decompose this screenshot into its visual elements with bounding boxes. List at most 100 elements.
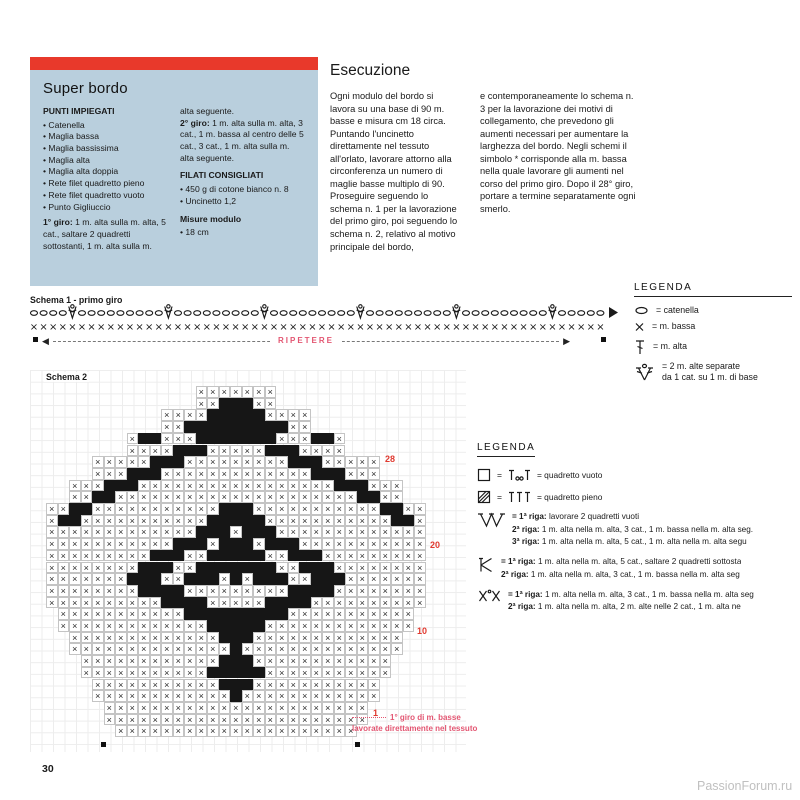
mesh-cell: × <box>126 608 138 620</box>
filled-square-cell <box>253 409 265 422</box>
mesh-cell: × <box>356 713 368 726</box>
filled-square-cell <box>218 678 230 691</box>
repeat-marker-square <box>601 337 606 342</box>
mesh-cell: × <box>356 514 368 527</box>
mesh-cell: × <box>241 479 253 492</box>
mesh-cell: × <box>184 701 196 714</box>
mesh-cell: × <box>126 514 138 527</box>
mesh-cell: × <box>368 549 380 562</box>
mesh-cell: × <box>218 467 230 480</box>
mesh-cell: × <box>207 491 219 503</box>
filled-square-cell <box>126 479 138 492</box>
mesh-cell: × <box>368 514 380 527</box>
legend2-item-decrease: = 1ª riga: 1 m. alta nella m. alta, 5 ca… <box>477 556 795 581</box>
svg-text:×: × <box>395 322 403 333</box>
mesh-cell: × <box>161 666 173 679</box>
filled-square-cell <box>310 467 322 480</box>
filled-square-cell <box>80 503 92 515</box>
mesh-cell: × <box>287 421 299 433</box>
mesh-cell: × <box>172 713 184 726</box>
mesh-cell: × <box>230 596 242 609</box>
filled-square-cell <box>310 573 322 585</box>
mesh-cell: × <box>391 549 403 562</box>
mesh-cell: × <box>230 701 242 714</box>
mesh-cell: × <box>310 701 322 714</box>
filled-square-cell <box>241 409 253 422</box>
mesh-cell: × <box>299 655 311 667</box>
mesh-cell: × <box>345 491 357 503</box>
mesh-cell: × <box>80 584 92 597</box>
mesh-cell: × <box>276 503 288 515</box>
mesh-cell: × <box>345 584 357 597</box>
mesh-cell: × <box>264 514 276 527</box>
mesh-cell: × <box>264 491 276 503</box>
mesh-cell: × <box>92 549 104 562</box>
mesh-cell: × <box>126 561 138 574</box>
mesh-cell: × <box>46 584 58 597</box>
mesh-cell: × <box>103 561 115 574</box>
svg-text:×: × <box>174 322 182 333</box>
filled-square-cell <box>276 421 288 433</box>
mesh-cell: × <box>115 643 127 656</box>
mesh-cell: × <box>368 596 380 609</box>
info-box-col1: PUNTI IMPIEGATI Catenella Maglia bassa M… <box>43 106 168 252</box>
mesh-cell: × <box>379 526 391 539</box>
mesh-cell: × <box>126 549 138 562</box>
mesh-cell: × <box>345 596 357 609</box>
filled-square-cell <box>322 573 334 585</box>
mesh-cell: × <box>264 678 276 691</box>
mesh-cell: × <box>356 643 368 656</box>
filled-square-cell <box>184 608 196 620</box>
filled-square-cell <box>230 432 242 445</box>
mesh-cell: × <box>322 503 334 515</box>
mesh-cell: × <box>356 538 368 550</box>
mesh-cell: × <box>92 456 104 468</box>
filled-square-cell <box>322 561 334 574</box>
filled-square-cell <box>322 467 334 480</box>
mesh-cell: × <box>103 655 115 667</box>
svg-text:×: × <box>299 322 307 333</box>
mesh-cell: × <box>103 643 115 656</box>
filled-square-cell <box>241 620 253 632</box>
mesh-cell: × <box>299 444 311 457</box>
svg-text:×: × <box>212 322 220 333</box>
mesh-cell: × <box>368 573 380 585</box>
mesh-cell: × <box>333 456 345 468</box>
filled-square-cell <box>333 573 345 585</box>
filled-square-cell <box>287 444 299 457</box>
mesh-cell: × <box>241 713 253 726</box>
mesh-cell: × <box>207 701 219 714</box>
mesh-cell: × <box>414 514 426 527</box>
mesh-cell: × <box>184 666 196 679</box>
filati-list: 450 g di cotone bianco n. 8 Uncinetto 1,… <box>180 184 305 207</box>
mesh-cell: × <box>230 386 242 398</box>
mesh-cell: × <box>149 655 161 667</box>
mesh-cell: × <box>299 701 311 714</box>
mesh-cell: × <box>184 491 196 503</box>
mesh-cell: × <box>333 526 345 539</box>
filled-square-cell <box>218 409 230 422</box>
mesh-cell: × <box>57 503 69 515</box>
mesh-cell: × <box>230 467 242 480</box>
mesh-cell: × <box>115 725 127 737</box>
filati-header: FILATI CONSIGLIATI <box>180 170 264 181</box>
mesh-cell: × <box>80 608 92 620</box>
mesh-cell: × <box>333 503 345 515</box>
mesh-cell: × <box>138 444 150 457</box>
mesh-cell: × <box>69 479 81 492</box>
mesh-cell: × <box>368 666 380 679</box>
mesh-cell: × <box>126 678 138 691</box>
mesh-cell: × <box>333 538 345 550</box>
mesh-cell: × <box>310 643 322 656</box>
mesh-cell: × <box>333 713 345 726</box>
mesh-cell: × <box>57 584 69 597</box>
mesh-cell: × <box>115 561 127 574</box>
base-row-note: 1° giro di m. basse lavorate direttament… <box>352 713 478 734</box>
mesh-cell: × <box>253 690 265 702</box>
mesh-cell: × <box>161 573 173 585</box>
mesh-cell: × <box>207 467 219 480</box>
mesh-cell: × <box>207 655 219 667</box>
mesh-cell: × <box>368 690 380 702</box>
filled-square-cell <box>241 666 253 679</box>
mesh-cell: × <box>46 573 58 585</box>
